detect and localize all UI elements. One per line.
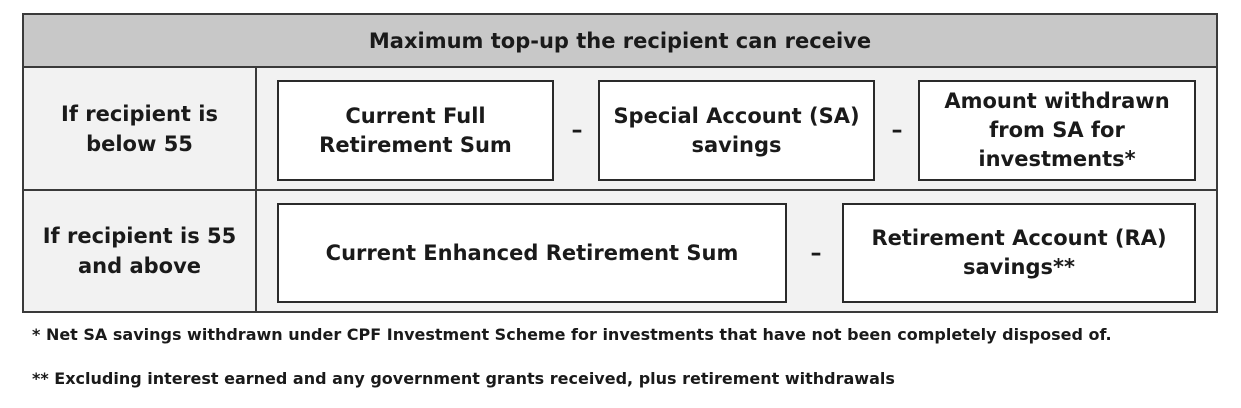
row-label-below-55: If recipient is below 55	[24, 68, 257, 189]
top-up-table: Maximum top-up the recipient can receive…	[22, 13, 1218, 313]
row-55-and-above: If recipient is 55 and above Current Enh…	[24, 191, 1216, 311]
minus-operator: –	[891, 118, 903, 143]
table-header: Maximum top-up the recipient can receive	[24, 15, 1216, 68]
minus-operator: –	[810, 241, 822, 266]
term-full-retirement-sum: Current Full Retirement Sum	[277, 80, 554, 181]
term-ra-savings: Retirement Account (RA) savings**	[842, 203, 1196, 303]
row-label-55-and-above: If recipient is 55 and above	[24, 191, 257, 311]
footnote-double-asterisk: ** Excluding interest earned and any gov…	[32, 369, 895, 388]
minus-operator: –	[571, 118, 583, 143]
term-sa-savings: Special Account (SA) savings	[598, 80, 875, 181]
row-below-55: If recipient is below 55 Current Full Re…	[24, 68, 1216, 191]
footnote-single-asterisk: * Net SA savings withdrawn under CPF Inv…	[32, 325, 1112, 344]
term-enhanced-retirement-sum: Current Enhanced Retirement Sum	[277, 203, 787, 303]
term-amount-withdrawn: Amount withdrawn from SA for investments…	[918, 80, 1196, 181]
